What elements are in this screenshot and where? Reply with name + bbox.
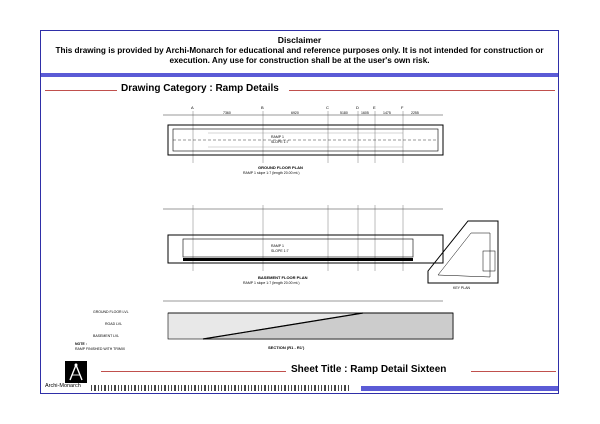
road-level-label: ROAD LVL [105,322,122,326]
grid-label: E [373,105,376,110]
drawing-category: Drawing Category : Ramp Details [121,83,279,94]
grid-label: C [326,105,329,110]
sheet-title-row: Sheet Title : Ramp Detail Sixteen [41,364,558,378]
note-title: NOTE : [75,342,87,346]
drawing-sheet: Disclaimer This drawing is provided by A… [40,30,559,394]
barcode-strip [91,385,349,391]
basement-floor-plan: RAMP 1 SLOPE 1:7 BASEMENT FLOOR PLAN RAM… [163,205,444,285]
dimension-label: 7360 [223,111,231,115]
dimension-label: 1605 [361,111,369,115]
sheet-title: Sheet Title : Ramp Detail Sixteen [291,364,447,375]
ground-ramp-label: RAMP 1 [271,135,284,139]
ground-floor-level-label: GROUND FLOOR LVL [93,310,129,314]
section-title: SECTION (R1 - R1') [268,345,305,350]
ramp-drawing: RAMP 1 SLOPE 1:7 GROUND FLOOR PLAN RAMP … [75,105,499,351]
compass-logo-icon [69,363,83,381]
disclaimer-block: Disclaimer This drawing is provided by A… [41,31,558,73]
ground-floor-plan: RAMP 1 SLOPE 1:7 GROUND FLOOR PLAN RAMP … [163,111,444,175]
key-plan-label: KEY PLAN [453,286,471,290]
dimension-label: 5180 [340,111,348,115]
grid-label: D [356,105,359,110]
top-accent-bar [41,73,558,77]
archi-monarch-logo [65,361,87,383]
dimension-label: 1475 [383,111,391,115]
dimension-label: 2255 [411,111,419,115]
grid-label: A [191,105,194,110]
ramp-section: GROUND FLOOR LVL ROAD LVL BASEMENT LVL S… [75,300,454,351]
basement-plan-sub: RAMP 1 slope 1:7 (length 20.00 mt.) [243,281,300,285]
ground-plan-sub: RAMP 1 slope 1:7 (length 20.00 mt.) [243,171,300,175]
bottom-accent-bar [361,386,558,391]
grid-label: B [261,105,264,110]
category-rule-right [289,90,555,91]
basement-slope-label: SLOPE 1:7 [271,249,289,253]
grid-annotations: A B C D E F 7360 6920 5180 1605 1475 225… [191,105,419,115]
category-rule-left [45,90,117,91]
sheet-rule-right [471,371,556,372]
basement-plan-title: BASEMENT FLOOR PLAN [258,275,308,280]
category-row: Drawing Category : Ramp Details [41,83,558,97]
basement-level-label: BASEMENT LVL [93,334,119,338]
ground-slope-label: SLOPE 1:7 [271,140,289,144]
ground-plan-title: GROUND FLOOR PLAN [258,165,303,170]
brand-name: Archi-Monarch [45,383,81,389]
basement-ramp-label: RAMP 1 [271,244,284,248]
grid-label: F [401,105,404,110]
note-text: RAMP FINISHED WITH TRIMIX [75,347,126,351]
disclaimer-title: Disclaimer [277,35,322,45]
sheet-rule-left [101,371,286,372]
disclaimer-text: This drawing is provided by Archi-Monarc… [55,46,544,65]
key-plan: KEY PLAN [427,220,499,290]
dimension-label: 6920 [291,111,299,115]
